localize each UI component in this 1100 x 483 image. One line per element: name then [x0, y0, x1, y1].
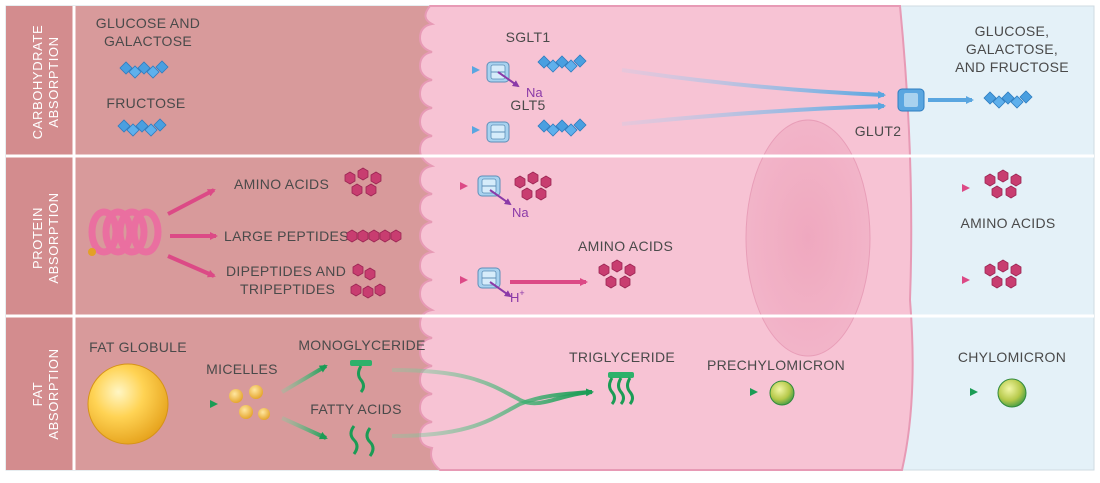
hydrogen-charge: + — [519, 288, 524, 298]
section-label-line: PROTEIN — [30, 207, 45, 269]
chylomicron-icon — [997, 378, 1027, 408]
hydrogen-label: H+ — [510, 288, 525, 305]
output-sugars-label: AND FRUCTOSE — [955, 59, 1069, 75]
fat-section: FAT GLOBULE MICELLES MONOGLYCERIDE FATTY… — [87, 337, 1066, 457]
section-label-line: ABSORPTION — [46, 36, 61, 127]
section-label-line: ABSORPTION — [46, 348, 61, 439]
fat-globule-label: FAT GLOBULE — [89, 339, 187, 355]
output-sugars-label: GALACTOSE, — [966, 41, 1058, 57]
section-label-protein: PROTEIN ABSORPTION — [30, 192, 61, 283]
protein-sodium-label: Na — [512, 205, 529, 220]
monoglyceride-icon — [350, 360, 372, 393]
section-label-fat: FAT ABSORPTION — [30, 348, 61, 439]
triglyceride-label: TRIGLYCERIDE — [569, 349, 675, 365]
cell-arrow-upper — [621, 68, 886, 99]
glut2-transporter-core — [904, 93, 918, 107]
output-amino-acids-label: AMINO ACIDS — [960, 215, 1055, 231]
sglt1-label: SGLT1 — [506, 29, 551, 45]
glucose-galactose-label: GLUCOSE AND — [96, 15, 200, 31]
fatty-acids-label: FATTY ACIDS — [310, 401, 401, 417]
monoglyceride-merge-path — [391, 368, 593, 406]
monoglyceride-label: MONOGLYCERIDE — [298, 337, 425, 353]
protein-sodium-arrow — [489, 189, 512, 206]
large-peptides-icon — [346, 229, 402, 243]
chylomicron-label: CHYLOMICRON — [958, 349, 1066, 365]
triglyceride-icon — [608, 372, 634, 405]
glut2-label: GLUT2 — [855, 123, 902, 139]
inner-amino-acids-label: AMINO ACIDS — [578, 238, 673, 254]
fat-globule-icon — [87, 363, 169, 445]
glt5-label: GLT5 — [510, 97, 545, 113]
amino-acid-transporter-icon — [477, 175, 501, 197]
fatty-acids-icon — [349, 425, 375, 457]
fructose-label: FRUCTOSE — [106, 95, 185, 111]
micelle-to-fatty-acid-arrow — [281, 416, 328, 440]
section-label-line: FAT — [30, 382, 45, 407]
hydrogen-symbol: H — [510, 290, 519, 305]
section-label-line: ABSORPTION — [46, 192, 61, 283]
micelle-to-monoglyceride-arrow — [280, 364, 328, 394]
nucleus — [745, 119, 871, 357]
protein-to-dipeptides-arrow — [167, 254, 216, 278]
micelles-label: MICELLES — [206, 361, 278, 377]
prechylomicron-label: PRECHYLOMICRON — [707, 357, 845, 373]
sodium-label: Na — [526, 85, 543, 100]
protein-coil-end-icon — [88, 248, 96, 256]
side-panel — [6, 6, 74, 470]
glucose-galactose-label: GALACTOSE — [104, 33, 192, 49]
glt5-transporter-icon — [486, 121, 510, 143]
section-label-carbohydrate: CARBOHYDRATE ABSORPTION — [30, 25, 61, 140]
dipeptides-label: TRIPEPTIDES — [240, 281, 335, 297]
prechylomicron-icon — [769, 380, 795, 406]
sodium-arrow — [497, 71, 520, 88]
protein-coil-icon — [88, 208, 162, 256]
cell-arrow-lower — [621, 102, 886, 126]
dipeptides-label: DIPEPTIDES AND — [226, 263, 346, 279]
micelles-icon — [229, 385, 270, 420]
amino-acids-label: AMINO ACIDS — [234, 176, 329, 192]
large-peptides-label: LARGE PEPTIDES — [224, 228, 349, 244]
protein-section: AMINO ACIDS LARGE PEPTIDES DIPEPTIDES AN… — [88, 168, 1055, 305]
protein-to-amino-arrow — [167, 188, 216, 216]
carbohydrate-section: GLUCOSE AND GALACTOSE FRUCTOSE SGLT1 Na … — [96, 15, 1069, 143]
output-sugars-label: GLUCOSE, — [975, 23, 1050, 39]
hydrogen-arrow — [489, 281, 512, 298]
section-label-line: CARBOHYDRATE — [30, 25, 45, 140]
fatty-acid-merge-path — [391, 388, 594, 438]
peptide-transporter-icon — [477, 267, 501, 289]
